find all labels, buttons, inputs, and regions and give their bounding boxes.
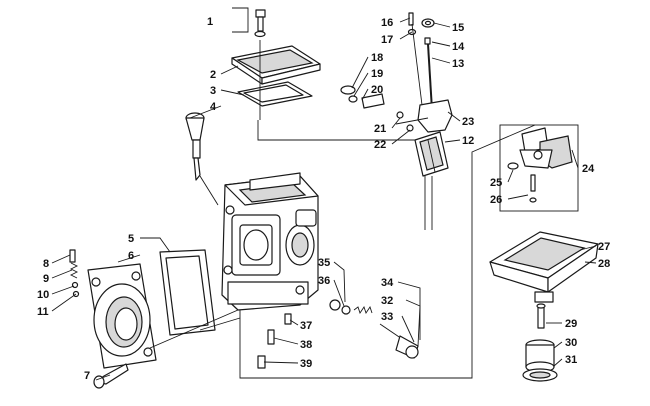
callout-7: 7 — [84, 370, 90, 382]
callout-5: 5 — [128, 233, 134, 245]
callout-25: 25 — [490, 177, 502, 189]
callout-35: 35 — [318, 257, 330, 269]
drain-plug — [522, 303, 558, 382]
callout-17: 17 — [381, 34, 393, 46]
carburetor-body — [221, 172, 319, 311]
callout-3: 3 — [210, 85, 216, 97]
callout-29: 29 — [565, 318, 577, 330]
callout-27: 27 — [598, 241, 610, 253]
top-cover — [231, 45, 321, 85]
callout-34: 34 — [381, 277, 394, 289]
callout-2: 2 — [210, 69, 216, 81]
plate-screw — [93, 363, 129, 389]
needle-clips — [407, 12, 435, 36]
callout-8: 8 — [43, 258, 49, 270]
callout-30: 30 — [565, 337, 577, 349]
callout-15: 15 — [452, 22, 464, 34]
callout-13: 13 — [452, 58, 464, 70]
pilot-screw — [329, 299, 419, 359]
idle-adjust-screw — [185, 112, 205, 181]
callout-21: 21 — [374, 123, 386, 135]
callout-10: 10 — [37, 289, 49, 301]
callout-6: 6 — [128, 250, 134, 262]
callout-20: 20 — [371, 84, 383, 96]
callout-32: 32 — [381, 295, 393, 307]
throttle-sensor — [507, 127, 573, 203]
callout-31: 31 — [565, 354, 577, 366]
top-gasket — [237, 81, 313, 107]
cover-screw — [254, 9, 266, 38]
callout-22: 22 — [374, 139, 386, 151]
callout-labels: 1 2 3 4 5 6 7 8 9 10 11 12 13 14 15 16 1… — [37, 16, 610, 382]
callout-38: 38 — [300, 339, 312, 351]
callout-12: 12 — [462, 135, 474, 147]
throttle-lever — [340, 23, 453, 133]
jet-needle — [424, 37, 433, 111]
callout-39: 39 — [300, 358, 312, 370]
callout-26: 26 — [490, 194, 502, 206]
callout-24: 24 — [582, 163, 595, 175]
side-plate — [87, 263, 157, 369]
callout-4: 4 — [210, 101, 217, 113]
callout-28: 28 — [598, 258, 610, 270]
callout-1: 1 — [207, 16, 213, 28]
callout-18: 18 — [371, 52, 383, 64]
callout-37: 37 — [300, 320, 312, 332]
callout-9: 9 — [43, 273, 49, 285]
throttle-slide — [414, 131, 449, 177]
callout-33: 33 — [381, 311, 393, 323]
callout-16: 16 — [381, 17, 393, 29]
callout-leaders — [51, 17, 597, 381]
callout-36: 36 — [318, 275, 330, 287]
float-bowl — [489, 231, 599, 303]
air-adjuster — [69, 249, 80, 298]
callout-11: 11 — [37, 306, 49, 318]
callout-19: 19 — [371, 68, 383, 80]
callout-23: 23 — [462, 116, 474, 128]
callout-14: 14 — [452, 41, 465, 53]
side-gasket — [159, 249, 216, 336]
